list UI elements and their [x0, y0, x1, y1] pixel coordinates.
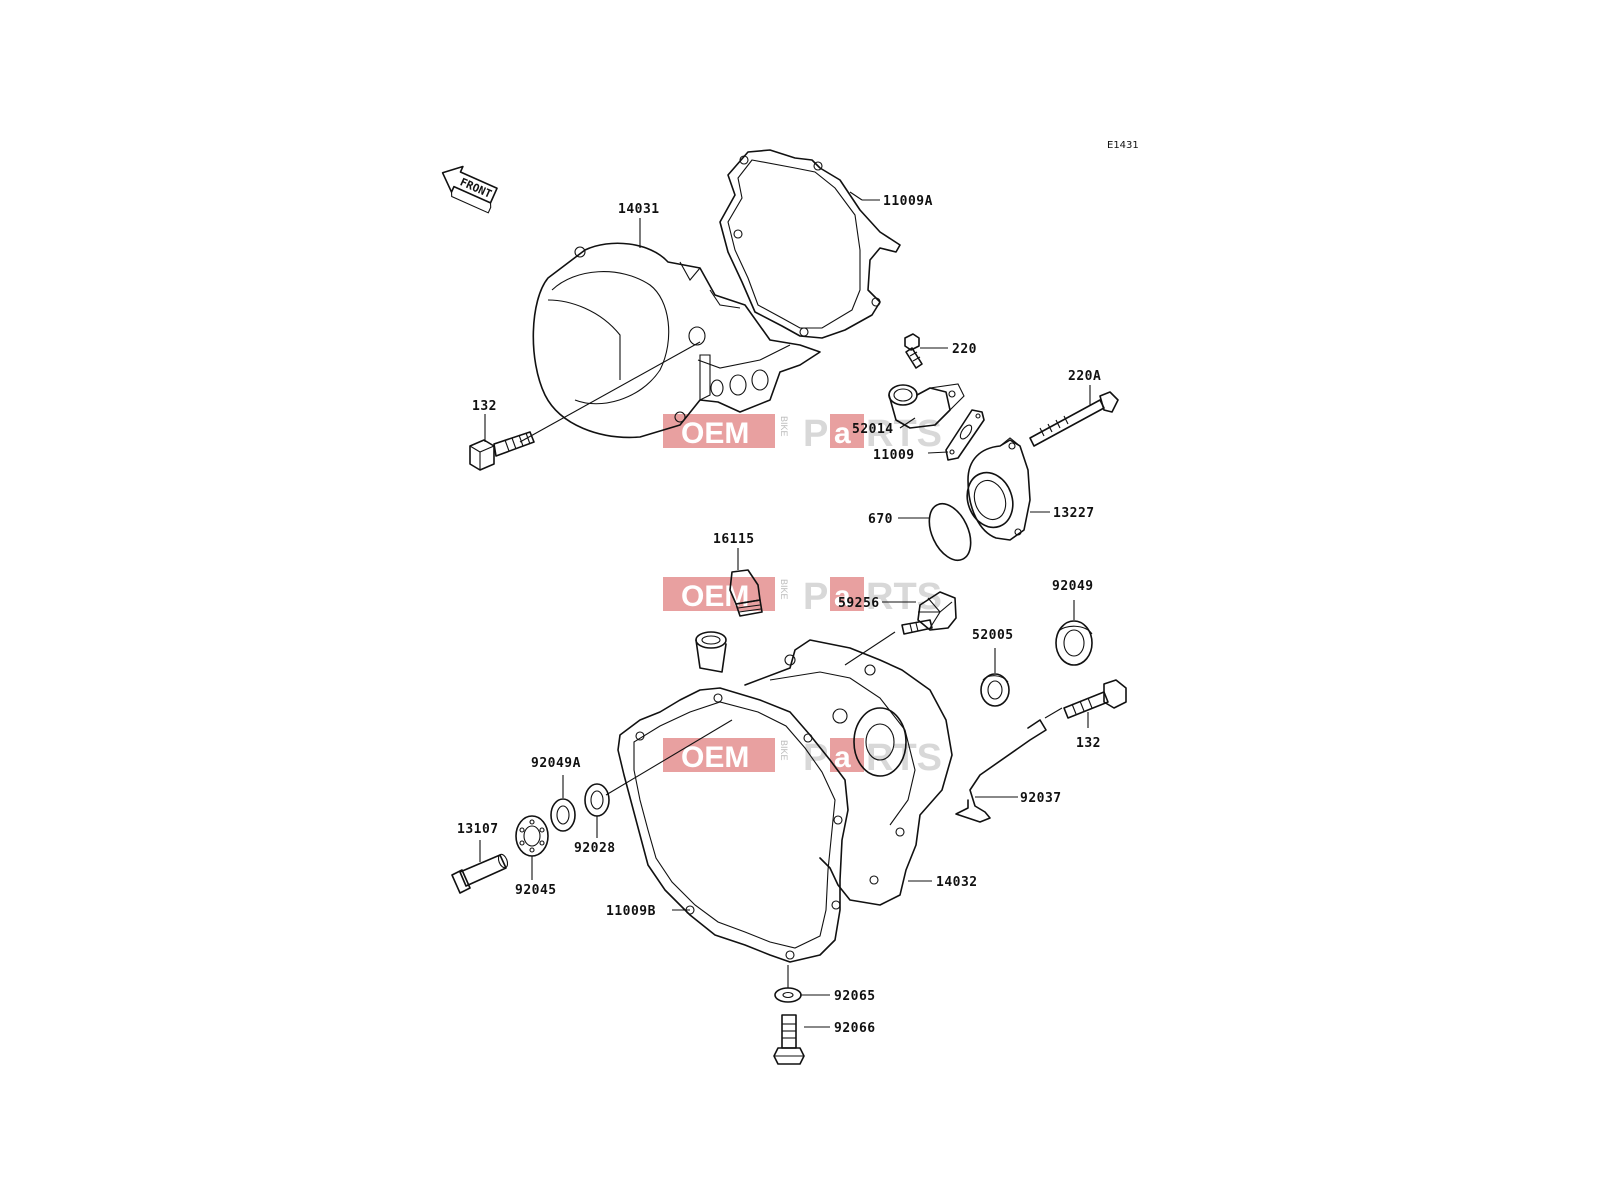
label-59256: 59256	[838, 596, 880, 611]
part-92049A-seal	[550, 798, 576, 832]
part-132-bolt-bottom	[1063, 679, 1127, 719]
svg-text:RTS: RTS	[866, 576, 942, 618]
svg-text:RTS: RTS	[866, 737, 942, 779]
part-220-bolt	[904, 333, 923, 369]
label-92065: 92065	[834, 989, 876, 1004]
part-92065-washer	[774, 987, 802, 1003]
part-220A-long-bolt	[1029, 391, 1119, 447]
label-92037: 92037	[1020, 791, 1062, 806]
part-13227-housing	[966, 437, 1031, 541]
label-132-top: 132	[472, 399, 497, 414]
svg-text:OEM: OEM	[681, 741, 749, 774]
label-92049: 92049	[1052, 579, 1094, 594]
leader-lines	[479, 191, 1091, 1028]
label-52005: 52005	[972, 628, 1014, 643]
svg-text:RTS: RTS	[866, 413, 942, 455]
part-16115-plug	[729, 569, 763, 617]
part-11009A-gasket	[719, 149, 901, 339]
label-11009B: 11009B	[606, 904, 656, 919]
part-92066-drain-bolt	[773, 1014, 805, 1065]
label-52014: 52014	[852, 422, 894, 437]
part-11009B-gasket	[617, 687, 849, 963]
label-14032: 14032	[936, 875, 978, 890]
part-52014-pipe	[888, 383, 965, 429]
diagram-code: E1431	[1107, 140, 1139, 151]
part-132-bolt-top	[469, 431, 535, 471]
part-14031-cover	[532, 242, 821, 439]
svg-text:a: a	[834, 417, 851, 450]
part-52005-bushing	[980, 673, 1010, 707]
label-92049A: 92049A	[531, 756, 581, 771]
label-11009: 11009	[873, 448, 915, 463]
watermark-top: OEM BIKE P a RTS	[663, 413, 942, 455]
svg-text:a: a	[834, 741, 851, 774]
svg-text:BIKE: BIKE	[779, 416, 789, 437]
label-220A: 220A	[1068, 369, 1101, 384]
label-132-bottom: 132	[1076, 736, 1101, 751]
svg-text:P: P	[803, 413, 828, 455]
svg-text:P: P	[803, 576, 828, 618]
label-13107: 13107	[457, 822, 499, 837]
watermark-bottom: OEM BIKE P a RTS	[663, 737, 942, 779]
part-670-o-ring	[928, 502, 972, 562]
label-92028: 92028	[574, 841, 616, 856]
label-220: 220	[952, 342, 977, 357]
part-92049-oil-seal	[1055, 620, 1093, 666]
part-13107-shaft	[451, 853, 509, 894]
label-11009A: 11009A	[883, 194, 933, 209]
label-92066: 92066	[834, 1021, 876, 1036]
label-13227: 13227	[1053, 506, 1095, 521]
part-92028-bushing	[584, 783, 610, 817]
svg-text:BIKE: BIKE	[779, 740, 789, 761]
part-labels: 14031 11009A 220 220A 132 52014 11009 13…	[457, 194, 1101, 1036]
svg-text:BIKE: BIKE	[779, 579, 789, 600]
svg-text:OEM: OEM	[681, 417, 749, 450]
part-92037-clamp	[955, 719, 1047, 823]
part-92045-bearing	[515, 815, 549, 857]
label-92045: 92045	[515, 883, 557, 898]
label-16115: 16115	[713, 532, 755, 547]
svg-text:P: P	[803, 737, 828, 779]
part-59256-impeller	[901, 591, 957, 635]
part-14032-inner-cover	[695, 631, 953, 906]
part-11009-small-gasket	[945, 409, 985, 461]
label-670: 670	[868, 512, 893, 527]
front-arrow-icon: FRONT	[441, 165, 498, 214]
watermark-middle: OEM BIKE P a RTS	[663, 576, 942, 618]
svg-text:a: a	[834, 580, 851, 613]
label-14031: 14031	[618, 202, 660, 217]
